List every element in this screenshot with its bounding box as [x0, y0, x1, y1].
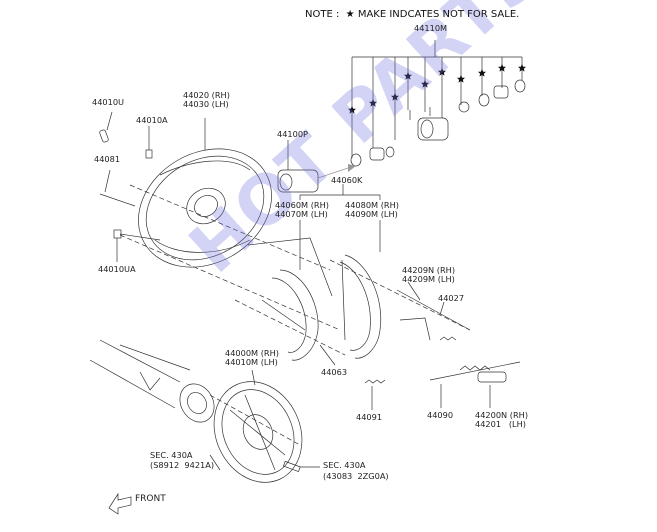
label-44070M: 44070M (LH)	[275, 209, 328, 219]
label-44010A: 44010A	[136, 115, 168, 125]
label-44063: 44063	[321, 367, 348, 377]
label-44030: 44030 (LH)	[183, 99, 229, 109]
label-sec-430a-1: SEC. 430A	[150, 450, 193, 460]
springs-and-levers	[364, 281, 521, 384]
label-44081: 44081	[94, 154, 121, 164]
label-leaders	[209, 301, 491, 471]
label-sec-430a-2: SEC. 430A	[323, 460, 366, 470]
label-44060K: 44060K	[331, 175, 363, 185]
small-hardware	[99, 111, 161, 262]
label-44010M: 44010M (LH)	[225, 357, 278, 367]
brake-assembly	[213, 381, 303, 483]
shoe-leaders	[299, 184, 381, 270]
note-text: NOTE : ★ MAKE INDCATES NOT FOR SALE.	[305, 9, 520, 20]
label-44209M: 44209M (LH)	[402, 274, 455, 284]
label-44010U: 44010U	[92, 97, 125, 107]
wheel-cylinder	[277, 140, 356, 193]
label-sec-430a-1-code: (S8912 9421A)	[150, 460, 215, 470]
label-44090M: 44090M (LH)	[345, 209, 398, 219]
label-44027: 44027	[438, 293, 465, 303]
label-44200N: 44200N (RH)	[475, 410, 529, 420]
assembly-axis-lines	[119, 184, 471, 446]
label-44110M: 44110M	[414, 23, 448, 33]
label-44209N: 44209N (RH)	[402, 265, 456, 275]
label-44060M: 44060M (RH)	[275, 200, 329, 210]
label-44100P: 44100P	[277, 129, 308, 139]
axle-housing	[89, 339, 215, 423]
label-44201: 44201 (LH)	[475, 419, 526, 429]
label-44080M: 44080M (RH)	[345, 200, 399, 210]
label-44090: 44090	[427, 410, 454, 420]
label-sec-430a-2-code: (43083 2ZG0A)	[323, 471, 389, 481]
front-arrow-icon	[108, 492, 132, 515]
label-44000M: 44000M (RH)	[225, 348, 279, 358]
front-label: FRONT	[135, 494, 166, 504]
label-44010UA: 44010UA	[98, 264, 136, 274]
wheel-cylinder-parts	[350, 79, 526, 167]
brake-shoe-right	[339, 254, 382, 359]
label-44020: 44020 (RH)	[183, 90, 230, 100]
label-44091: 44091	[356, 412, 383, 422]
